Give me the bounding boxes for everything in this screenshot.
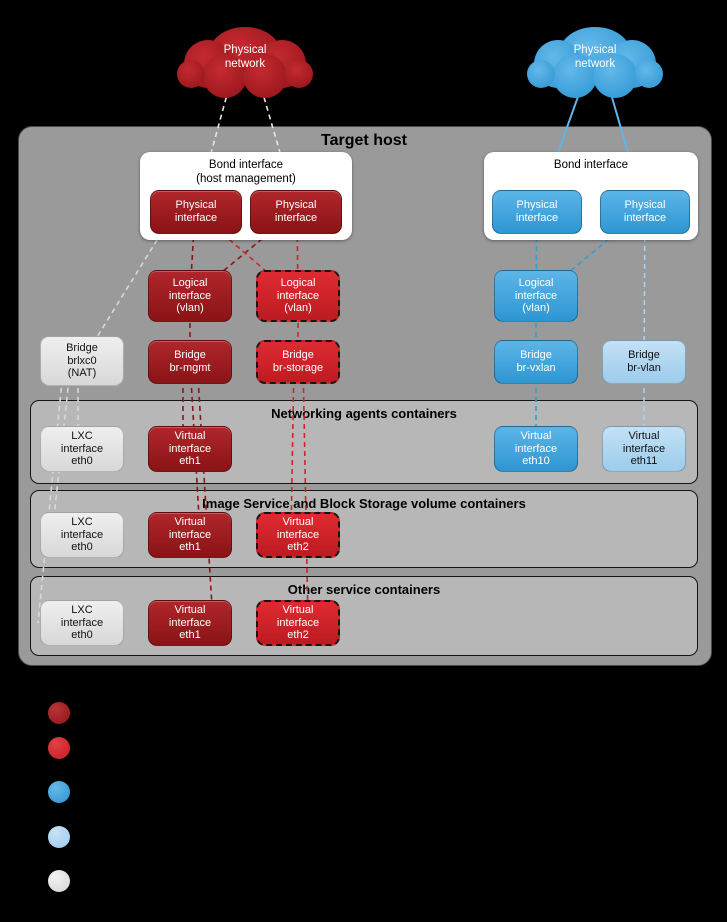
legend-dot-2 xyxy=(48,737,70,759)
logical-interface-vlan-storage: Logical interface (vlan) xyxy=(256,270,340,322)
bond-mgmt-subtitle: (host management) xyxy=(196,173,296,185)
virtual-interface-eth1-row3: Virtual interface eth1 xyxy=(148,600,232,646)
virtual-interface-eth2-row3: Virtual interface eth2 xyxy=(256,600,340,646)
physical-interface-mgmt-2: Physical interface xyxy=(250,190,342,234)
cloud-shape-red xyxy=(177,27,313,98)
physical-interface-overlay-2: Physical interface xyxy=(600,190,690,234)
lxc-interface-eth0-row1: LXC interface eth0 xyxy=(40,426,124,472)
bridge-br-vxlan: Bridge br-vxlan xyxy=(494,340,578,384)
legend-dot-1 xyxy=(48,702,70,724)
image-block-storage-row-title: Image Service and Block Storage volume c… xyxy=(202,496,526,511)
virtual-interface-eth10-row1: Virtual interface eth10 xyxy=(494,426,578,472)
bridge-br-mgmt: Bridge br-mgmt xyxy=(148,340,232,384)
bridge-br-storage: Bridge br-storage xyxy=(256,340,340,384)
bond-mgmt-title: Bond interface xyxy=(208,159,284,171)
bond-overlay-title: Bond interface xyxy=(553,159,629,171)
bond-interface-overlay: Bond interface Physical interface Physic… xyxy=(484,152,698,240)
legend-dot-4 xyxy=(48,826,70,848)
lxc-interface-eth0-row2: LXC interface eth0 xyxy=(40,512,124,558)
other-services-row: Other service containers xyxy=(30,576,698,656)
physical-network-cloud-left: Physical network xyxy=(170,12,320,107)
vxlan-connectors xyxy=(535,209,645,449)
target-host-title: Target host xyxy=(321,132,407,149)
physical-interface-overlay-1: Physical interface xyxy=(492,190,582,234)
vlan-connectors xyxy=(643,209,646,449)
bridge-brlxc0-nat: Bridge brlxc0 (NAT) xyxy=(40,336,124,386)
legend-dot-5 xyxy=(48,870,70,892)
image-block-storage-row: Image Service and Block Storage volume c… xyxy=(30,490,698,568)
virtual-interface-eth1-row2: Virtual interface eth1 xyxy=(148,512,232,558)
virtual-interface-eth2-row2: Virtual interface eth2 xyxy=(256,512,340,558)
legend-dot-3 xyxy=(48,781,70,803)
physical-network-label-left: Physical network xyxy=(223,44,267,70)
bond-interface-mgmt: Bond interface (host management) Physica… xyxy=(140,152,352,240)
virtual-interface-eth1-row1: Virtual interface eth1 xyxy=(148,426,232,472)
physical-network-cloud-right: Physical network xyxy=(520,12,670,107)
networking-agents-row: Networking agents containers xyxy=(30,400,698,484)
virtual-interface-eth11-row1: Virtual interface eth11 xyxy=(602,426,686,472)
logical-interface-vlan-mgmt: Logical interface (vlan) xyxy=(148,270,232,322)
physical-interface-mgmt-1: Physical interface xyxy=(150,190,242,234)
physical-network-label-right: Physical network xyxy=(573,44,617,70)
logical-interface-vlan-overlay: Logical interface (vlan) xyxy=(494,270,578,322)
lxc-interface-eth0-row3: LXC interface eth0 xyxy=(40,600,124,646)
bridge-br-vlan: Bridge br-vlan xyxy=(602,340,686,384)
networking-agents-row-title: Networking agents containers xyxy=(271,406,457,421)
cloud-shape-blue xyxy=(527,27,663,98)
other-services-row-title: Other service containers xyxy=(287,582,441,597)
